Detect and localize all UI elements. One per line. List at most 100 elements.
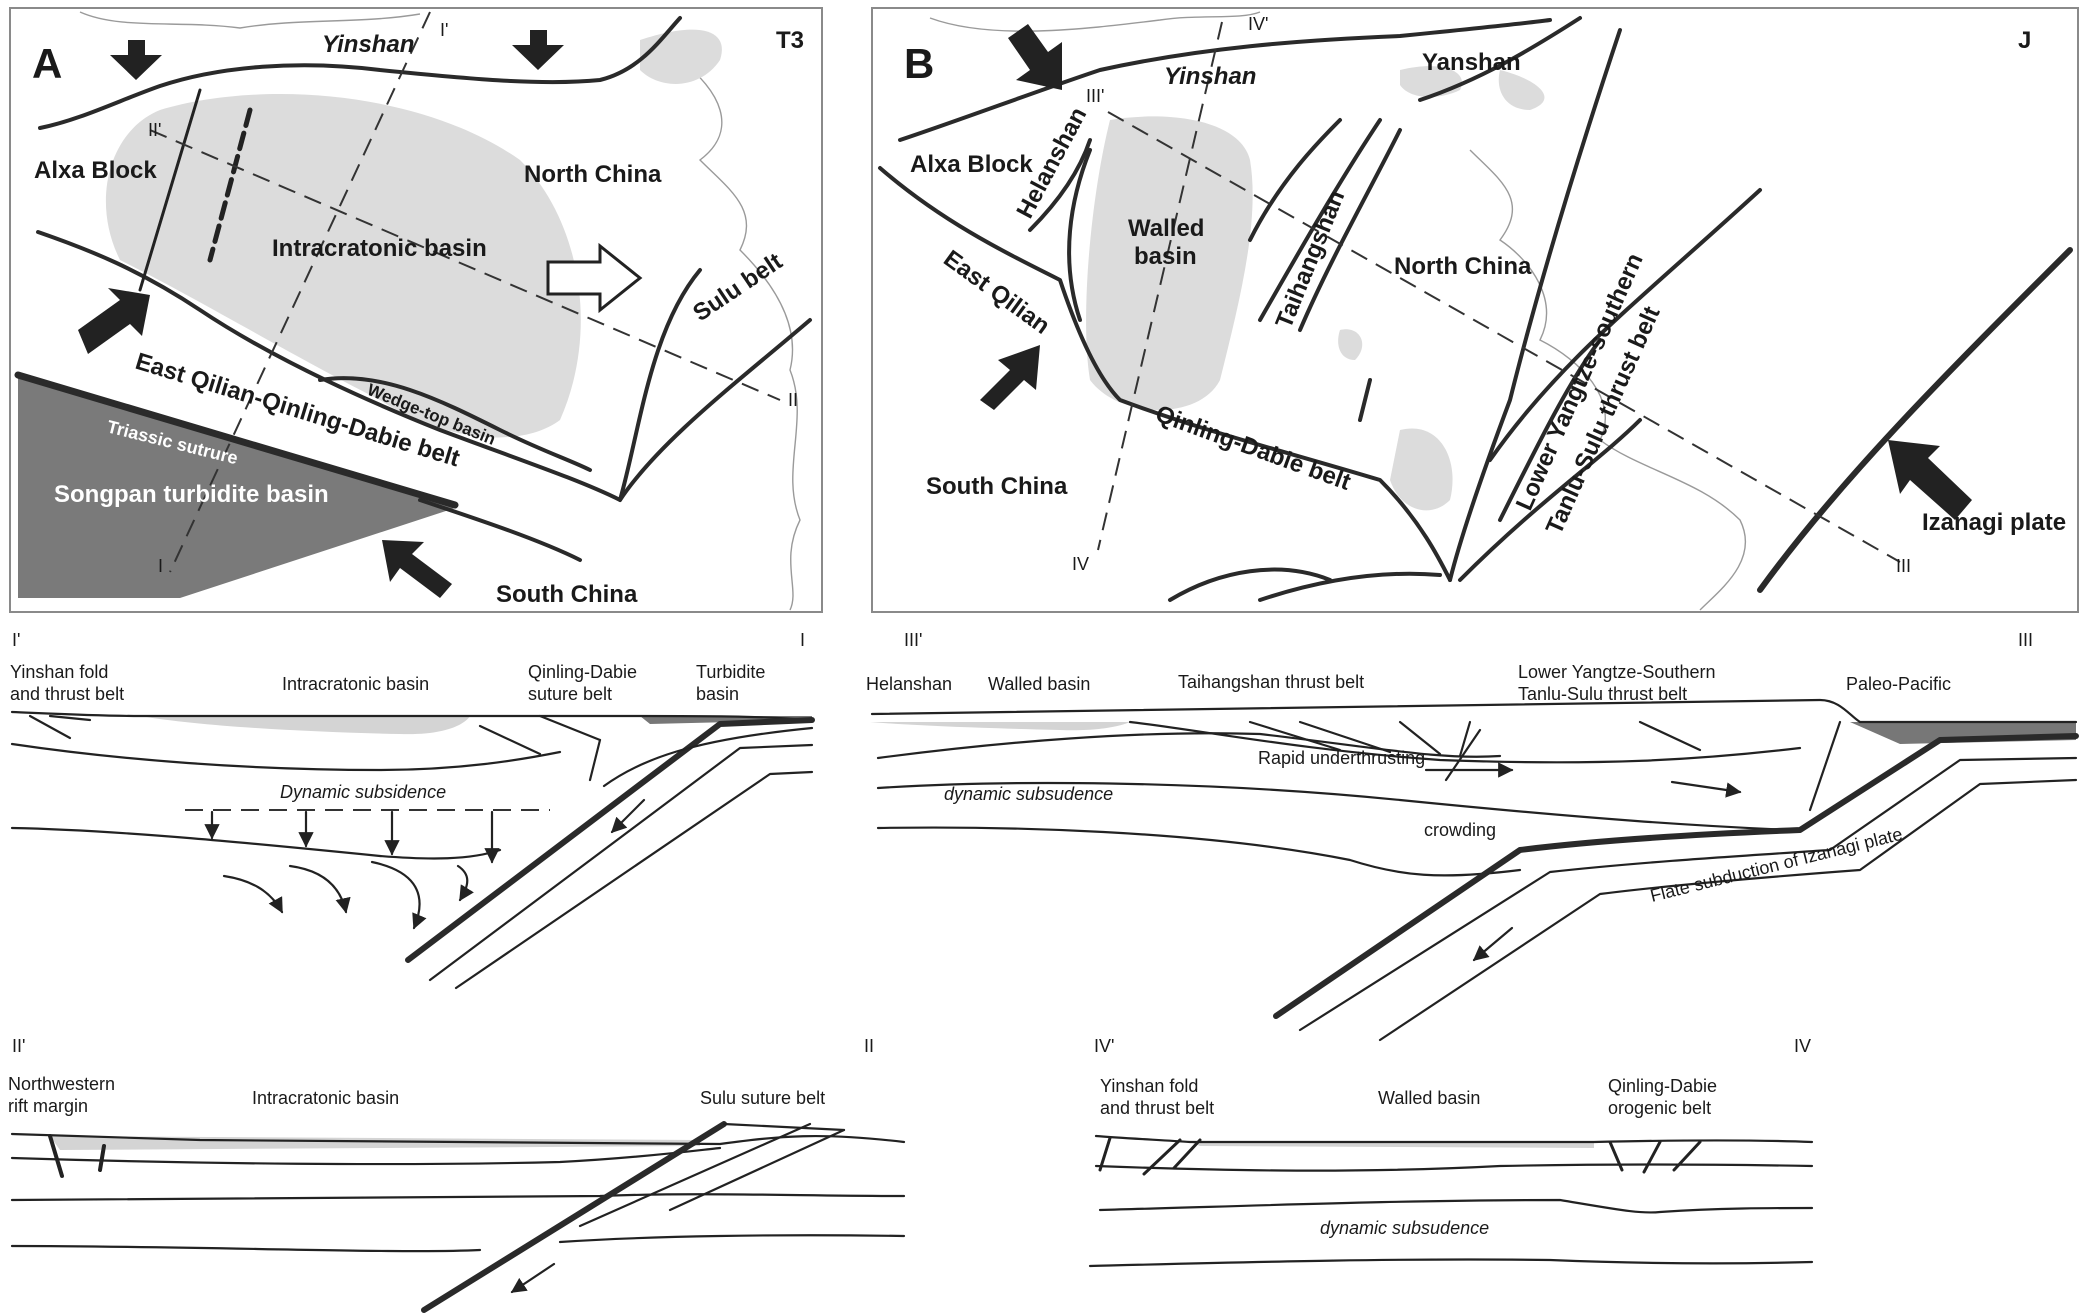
- taihangshan-fault: [1258, 118, 1382, 322]
- mark-iv: IV: [1072, 554, 1089, 574]
- label-yinshan: Yinshan: [322, 31, 414, 58]
- rift-fault-dashed: [207, 107, 253, 263]
- surface-line: [1094, 1134, 1814, 1144]
- compression-arrow: [980, 345, 1040, 410]
- label-qinling-dabie-b: Qinling-Dabie belt: [1152, 400, 1354, 496]
- triassic-suture-line: [14, 371, 459, 509]
- helanshan-fault: [1067, 148, 1092, 322]
- thrust-line: [1672, 1140, 1702, 1172]
- south-fault: [1168, 567, 1332, 602]
- section-line-iii: [1107, 111, 1901, 563]
- section-line-i: [169, 11, 431, 573]
- flow-arrow: [288, 864, 351, 914]
- panel-a-frame: [9, 7, 823, 613]
- wedge-top-fault: [318, 376, 592, 472]
- label-alxa-block: Alxa Block: [34, 157, 157, 184]
- mark-ii-prime-section: II': [12, 1036, 25, 1056]
- thrust-line: [1298, 720, 1392, 754]
- layer-line: [10, 1244, 482, 1253]
- sulu-fault: [618, 318, 812, 502]
- thrust-line: [1808, 720, 1842, 812]
- mark-ii: II: [788, 390, 798, 410]
- label-walled-basin-section: Walled basin: [988, 674, 1090, 694]
- sulu-thrust: [722, 1122, 846, 1132]
- slab-layer: [428, 743, 814, 982]
- slab-motion-arrow: [610, 798, 646, 834]
- layer-line: [10, 1193, 906, 1202]
- section-i: I' I Yinshan fold and thrust belt Intrac…: [10, 630, 815, 990]
- label-intracratonic-ii: Intracratonic basin: [252, 1088, 399, 1108]
- basin-fill: [140, 716, 470, 735]
- lower-yangtze-fault: [1458, 418, 1642, 582]
- thrust-line: [1248, 720, 1342, 752]
- mark-iv-prime: IV': [1248, 14, 1268, 34]
- layer-line: [1098, 1198, 1814, 1214]
- thrust-line: [48, 714, 92, 722]
- basin-fill: [1190, 1142, 1594, 1148]
- label-east-qilian: East Qilian: [938, 245, 1054, 340]
- flow-arrow: [222, 874, 284, 914]
- label-thrust-belt-iv: and thrust belt: [1100, 1098, 1214, 1118]
- label-suture-belt: suture belt: [528, 684, 612, 704]
- flow-arrow: [370, 860, 427, 930]
- label-sulu-suture-belt: Sulu suture belt: [700, 1088, 825, 1108]
- thrust-line: [1444, 728, 1482, 782]
- layer-line: [1094, 1163, 1814, 1172]
- mark-iv-prime-section: IV': [1094, 1036, 1114, 1056]
- mark-i-section: I: [800, 630, 805, 650]
- thrust-line: [1638, 720, 1702, 752]
- section-line-ii: [149, 129, 781, 401]
- sulu-thrust: [668, 1128, 846, 1212]
- layer-line: [10, 826, 502, 860]
- south-fault: [1258, 571, 1442, 602]
- layer-line: [558, 1234, 906, 1244]
- layer-line: [876, 781, 1792, 832]
- label-rapid-underthrusting: Rapid underthrusting: [1258, 748, 1425, 768]
- basin-patch: [640, 29, 722, 84]
- qilian-fault: [36, 230, 702, 502]
- rift-fault: [48, 1134, 64, 1178]
- lower-yangtze-fault: [1498, 338, 1602, 522]
- basin-patch: [1338, 329, 1363, 360]
- taihangshan-fault: [1248, 118, 1342, 242]
- label-orogenic-belt: orogenic belt: [1608, 1098, 1711, 1118]
- label-alxa-block-b: Alxa Block: [910, 151, 1033, 178]
- sulu-thrust: [578, 1122, 812, 1228]
- mark-ii-section: II: [864, 1036, 874, 1056]
- slab-layer: [454, 770, 814, 990]
- mark-iii: III: [1896, 556, 1911, 576]
- layer-line: [1088, 1258, 1814, 1268]
- surface-line: [870, 698, 2078, 724]
- thrust-line: [1458, 720, 1472, 758]
- thrust-line: [588, 738, 602, 782]
- izanagi-trench: [1757, 247, 2073, 593]
- thrust-line: [1642, 1140, 1662, 1174]
- thrust-line: [1398, 720, 1442, 756]
- thrust-line: [1608, 1140, 1624, 1172]
- helanshan-fault: [1028, 138, 1092, 232]
- label-basin: basin: [1134, 243, 1197, 270]
- label-dynamic-subsidence: Dynamic subsidence: [280, 782, 446, 802]
- surface-line: [10, 710, 814, 722]
- thrust-line: [1142, 1138, 1182, 1176]
- mark-ii-prime: II': [148, 120, 161, 140]
- panel-b-age: J: [2018, 27, 2031, 54]
- label-taihangshan-belt: Taihangshan thrust belt: [1178, 672, 1364, 692]
- coastline: [929, 11, 1261, 32]
- label-intracratonic-section: Intracratonic basin: [282, 674, 429, 694]
- label-intracratonic-basin: Intracratonic basin: [272, 235, 487, 262]
- mark-iii-prime: III': [1086, 86, 1104, 106]
- coastline: [1469, 149, 1747, 611]
- label-izanagi-plate: Izanagi plate: [1922, 509, 2066, 536]
- slab-layer: [1378, 778, 2078, 1042]
- izanagi-slab-top: [1273, 733, 2079, 1019]
- thrust-line: [538, 714, 602, 742]
- panel-a-age: T3: [776, 27, 804, 54]
- qilian-fault: [878, 166, 1452, 582]
- tanlu-fault: [1488, 188, 1762, 462]
- panel-b-frame: [871, 7, 2079, 613]
- sulu-slab: [421, 1121, 727, 1313]
- label-south-china: South China: [496, 581, 638, 608]
- label-crowding: crowding: [1424, 820, 1496, 840]
- label-yinshan-fold: Yinshan fold: [10, 662, 108, 682]
